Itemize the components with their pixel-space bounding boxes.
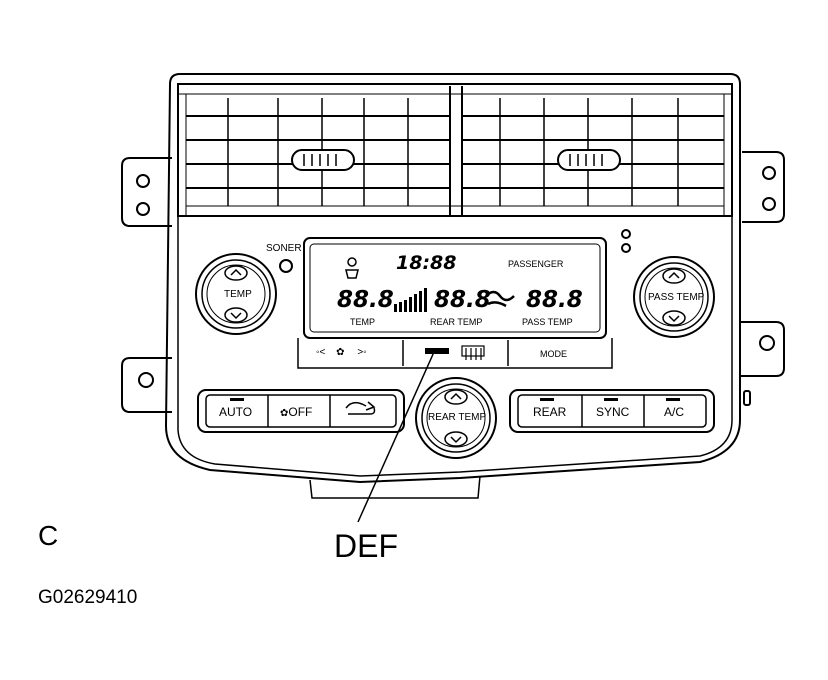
driver-temp-label: TEMP	[350, 317, 376, 327]
fan-icon: ✿	[336, 347, 345, 358]
air-vent	[177, 83, 733, 217]
view-letter: C	[38, 520, 59, 551]
rear-button[interactable]: REAR	[533, 405, 567, 419]
recirculation-icon	[345, 401, 376, 415]
fan-icon: ✿	[280, 408, 289, 419]
display-button-strip	[297, 338, 613, 369]
rear-temp-knob	[415, 377, 497, 459]
temp-knob	[195, 253, 277, 335]
right-upper-bracket	[742, 151, 785, 223]
rear-temp-knob-label[interactable]: REAR TEMP	[428, 412, 487, 423]
clock-readout: 18:88	[396, 252, 457, 274]
def-indicator	[425, 348, 449, 354]
pass-temp-knob-label[interactable]: PASS TEMP	[648, 292, 705, 303]
rear-temp-label: REAR TEMP	[430, 317, 483, 327]
auto-button[interactable]: AUTO	[219, 405, 253, 419]
sensor	[279, 259, 293, 273]
sensor-label: SONER	[266, 243, 302, 254]
left-button-bank	[197, 389, 405, 433]
ac-button[interactable]: A/C	[664, 405, 685, 419]
right-button-bank	[509, 389, 715, 433]
left-vent-tab	[291, 149, 355, 171]
temp-knob-label[interactable]: TEMP	[224, 289, 252, 300]
rear-temp-readout: 88.8	[434, 287, 491, 313]
pass-temp-readout: 88.8	[526, 287, 583, 313]
right-lower-bracket	[740, 321, 785, 377]
pass-temp-knob	[633, 256, 715, 338]
figure-id: G02629410	[38, 587, 138, 608]
fan-low-icon: ◦<	[316, 347, 326, 358]
mode-person-icon	[345, 257, 359, 279]
pass-temp-label: PASS TEMP	[522, 317, 573, 327]
lcd-display	[303, 237, 607, 339]
sync-button[interactable]: SYNC	[596, 405, 630, 419]
right-vent-tab	[557, 149, 621, 171]
panel-bezel	[164, 73, 741, 484]
driver-temp-readout: 88.8	[337, 287, 394, 313]
fan-speed-bars	[394, 288, 427, 312]
left-upper-bracket	[121, 157, 172, 227]
fan-high-icon: >◦	[357, 347, 367, 358]
passenger-label: PASSENGER	[508, 259, 564, 269]
fan-speed-glyphs: ◦< ✿ >◦	[316, 348, 367, 358]
fan-off-label: OFF	[288, 405, 313, 419]
left-lower-bracket	[121, 357, 172, 413]
airflow-icon	[485, 290, 515, 308]
mode-label: MODE	[540, 349, 567, 359]
def-leader-line	[357, 351, 435, 523]
rear-defrost-icon	[461, 345, 485, 360]
fan-off-button[interactable]: ✿OFF	[280, 406, 312, 419]
def-callout-label: DEF	[334, 528, 398, 564]
